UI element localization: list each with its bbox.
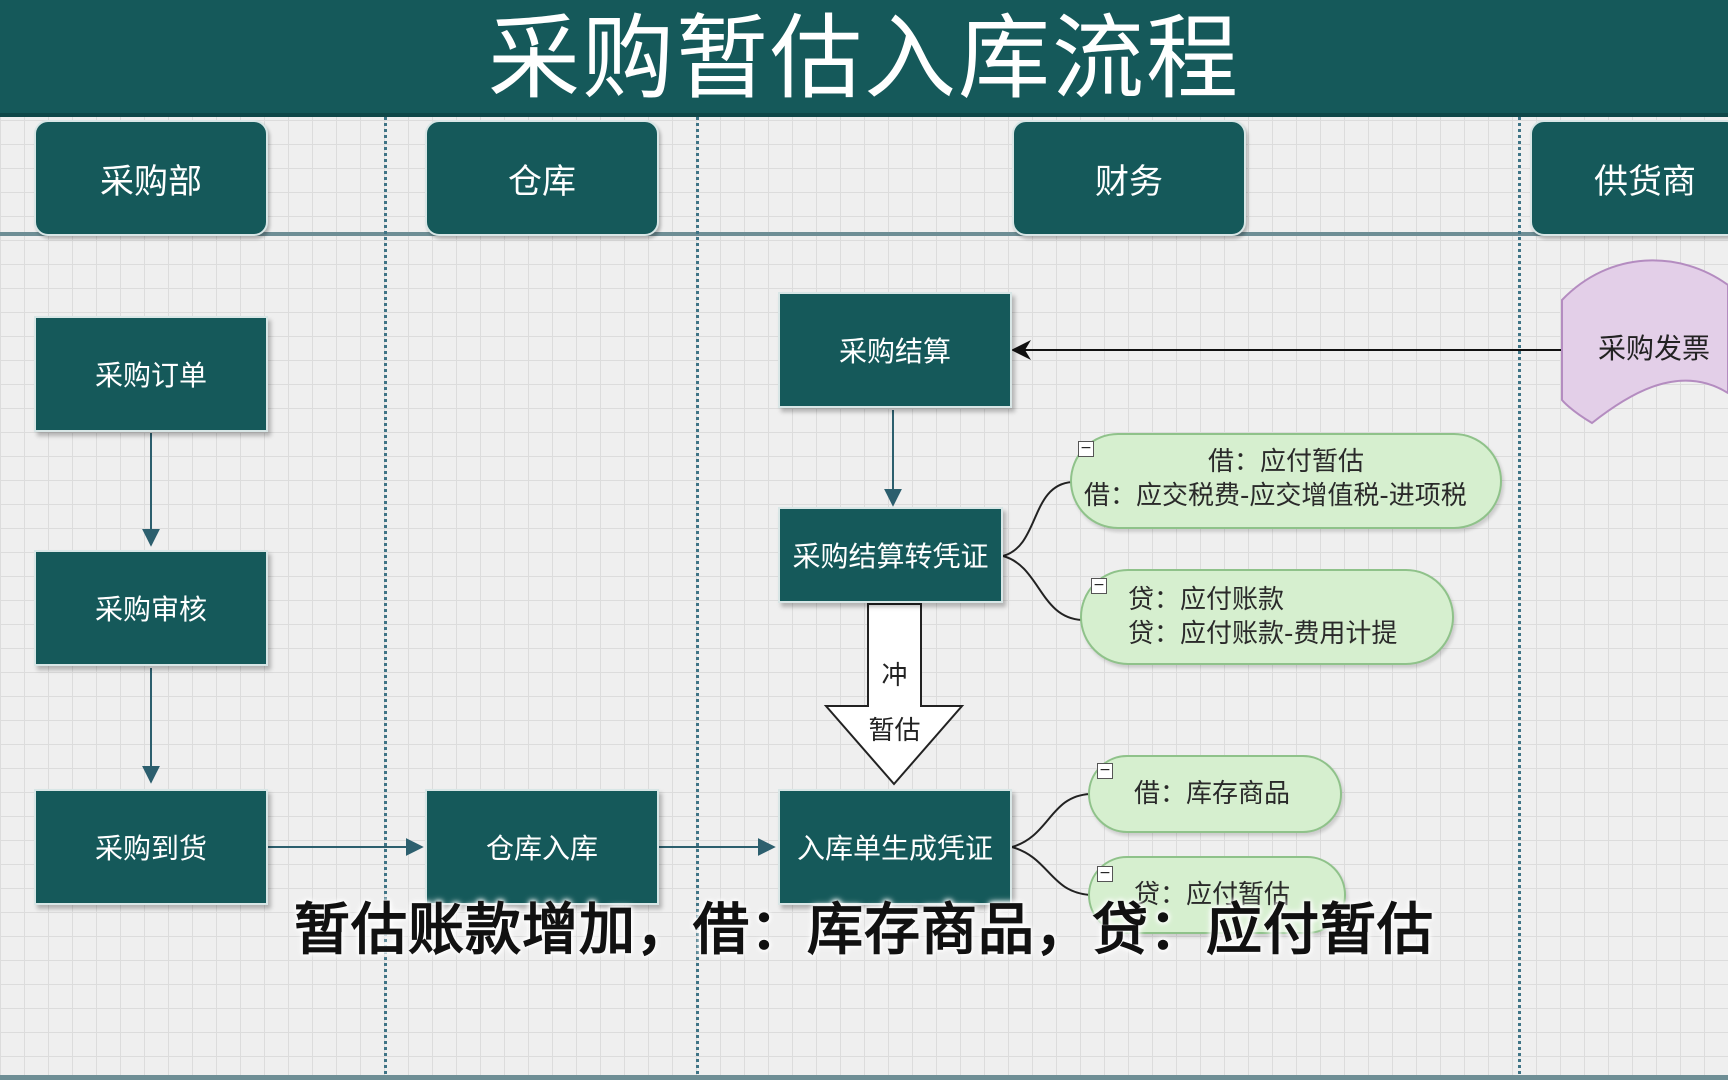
note-inbound-credit: 贷：应付暂估 xyxy=(1088,856,1346,934)
collapse-toggle-icon[interactable]: − xyxy=(1091,578,1107,594)
connector-to-inbound-debit xyxy=(1011,793,1091,848)
collapse-toggle-icon[interactable]: − xyxy=(1097,866,1113,882)
note-inbound-debit-line: 借：库存商品 xyxy=(1134,779,1291,809)
reversal-label-line1: 冲 xyxy=(881,661,908,691)
note-inbound-credit-line: 贷：应付暂估 xyxy=(1134,880,1291,910)
note-settlement-debit: 借：应付暂估 借：应交税费-应交增值税-进项税 xyxy=(1070,433,1502,529)
node-purchase-settlement: 采购结算 xyxy=(778,292,1012,408)
lane-header-finance: 财务 xyxy=(1012,120,1246,236)
note-settlement-credit-line1: 贷：应付账款 xyxy=(1128,585,1285,615)
node-warehouse-inbound: 仓库入库 xyxy=(425,789,659,905)
reversal-arrow-shape xyxy=(823,603,965,786)
node-purchase-order: 采购订单 xyxy=(34,316,268,432)
collapse-toggle-icon[interactable]: − xyxy=(1078,441,1094,457)
lane-header-strip xyxy=(0,121,1728,236)
lane-divider xyxy=(1518,117,1521,1080)
note-settlement-credit: 贷：应付账款 贷：应付账款-费用计提 xyxy=(1080,569,1454,665)
lane-divider xyxy=(384,117,387,1080)
lane-header-purchase: 采购部 xyxy=(34,120,268,236)
note-inbound-debit: 借：库存商品 xyxy=(1088,755,1342,833)
lane-divider xyxy=(696,117,699,1080)
bottom-border xyxy=(0,1075,1728,1080)
node-settlement-voucher: 采购结算转凭证 xyxy=(778,507,1003,603)
purchase-invoice-label: 采购发票 xyxy=(1597,332,1710,365)
lane-header-supplier: 供货商 xyxy=(1530,120,1728,236)
page-title: 采购暂估入库流程 xyxy=(0,0,1728,117)
node-purchase-review: 采购审核 xyxy=(34,550,268,666)
connector-to-credit-note xyxy=(1002,555,1083,621)
reversal-label-line2: 暂估 xyxy=(868,716,921,746)
video-subtitle: 暂估账款增加，借：库存商品，贷：应付暂估 xyxy=(294,898,1434,963)
note-settlement-debit-line2: 借：应交税费-应交增值税-进项税 xyxy=(1084,481,1467,511)
lane-header-warehouse: 仓库 xyxy=(425,120,659,236)
connector-to-debit-note xyxy=(1002,481,1073,557)
note-settlement-debit-line1: 借：应付暂估 xyxy=(1207,447,1364,477)
note-settlement-credit-line2: 贷：应付账款-费用计提 xyxy=(1128,619,1398,649)
connector-to-inbound-credit xyxy=(1011,846,1091,896)
node-purchase-arrival: 采购到货 xyxy=(34,789,268,905)
collapse-toggle-icon[interactable]: − xyxy=(1097,763,1113,779)
node-inbound-voucher: 入库单生成凭证 xyxy=(778,789,1012,905)
